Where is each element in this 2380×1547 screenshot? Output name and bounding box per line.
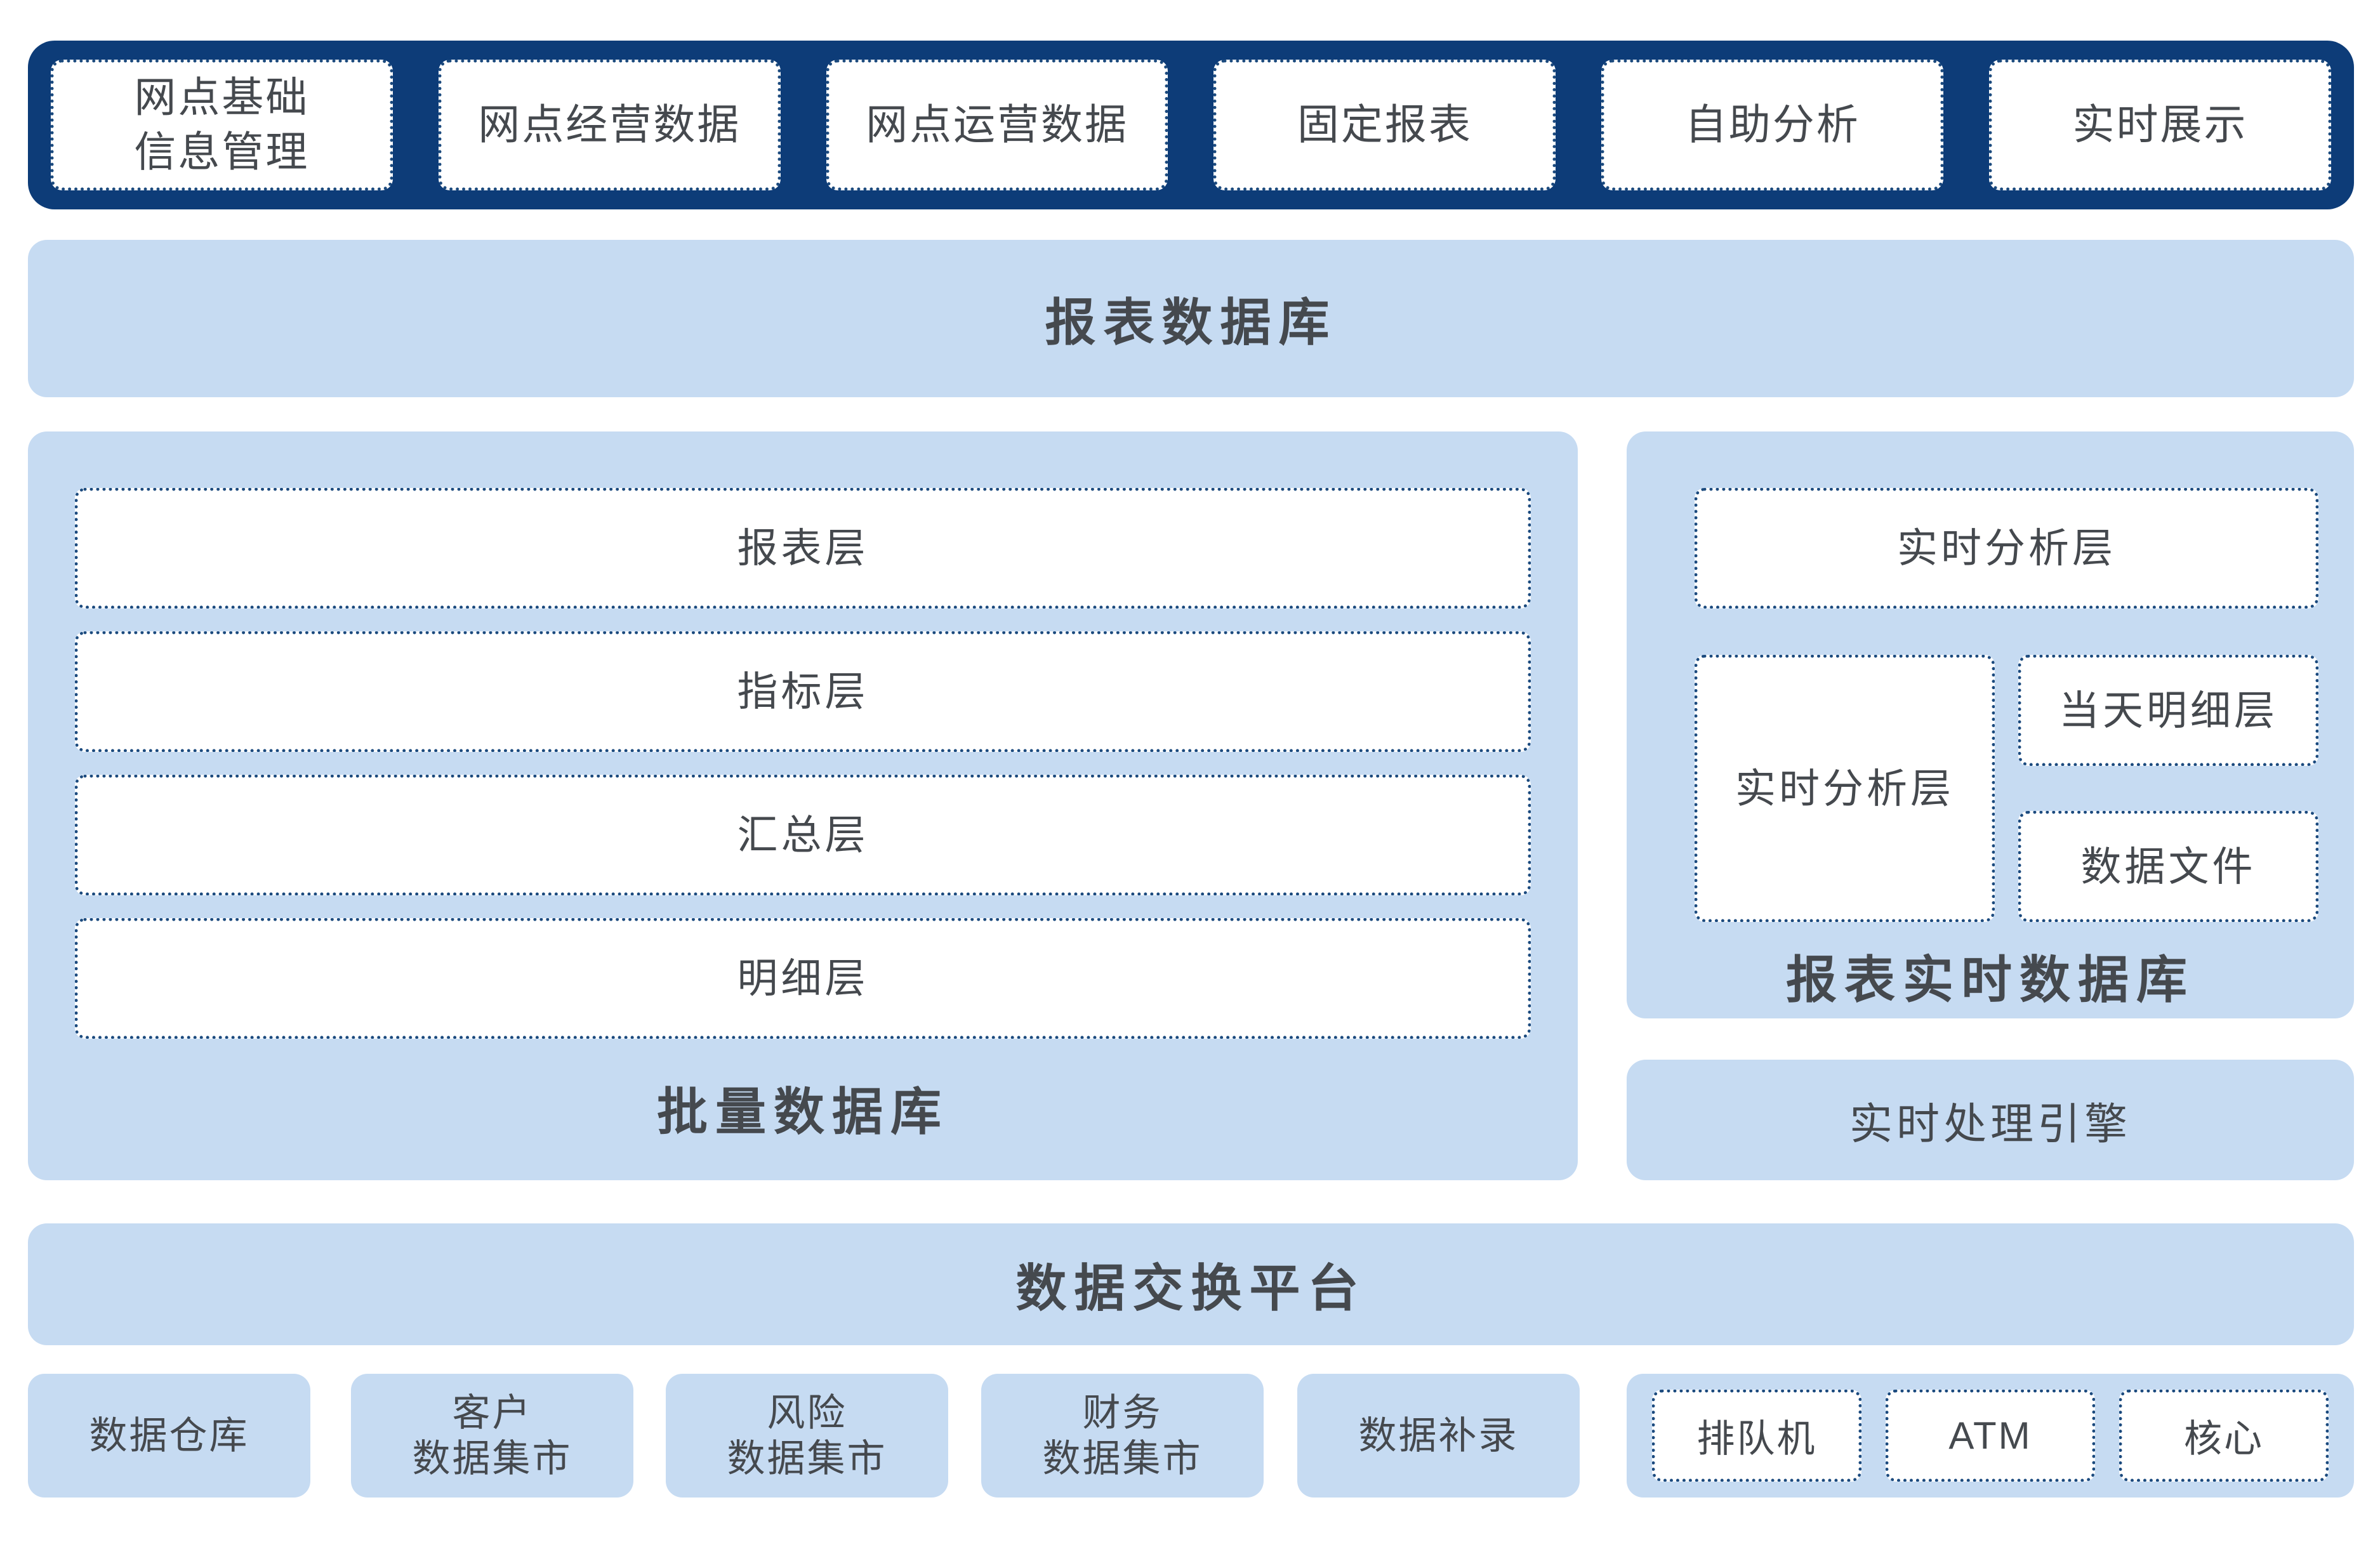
layer-report: 报表层: [75, 488, 1531, 609]
application-layer-bar: 网点基础 信息管理 网点经营数据 网点运营数据 固定报表 自助分析 实时展示: [28, 41, 2354, 209]
data-exchange-platform-bar: 数据交换平台: [28, 1223, 2354, 1345]
batch-database-panel: 报表层 指标层 汇总层 明细层 批量数据库: [28, 431, 1578, 1180]
layer-detail: 明细层: [75, 918, 1531, 1039]
app-box-fixed-reports: 固定报表: [1213, 60, 1556, 190]
channel-queue-machine: 排队机: [1652, 1390, 1861, 1482]
report-database-bar: 报表数据库: [28, 240, 2354, 397]
app-box-branch-base-info: 网点基础 信息管理: [51, 60, 393, 190]
source-risk-data-mart: 风险 数据集市: [666, 1374, 948, 1498]
realtime-analysis-layer-left: 实时分析层: [1695, 655, 1995, 922]
app-box-branch-operation-data: 网点运营数据: [826, 60, 1168, 190]
today-detail-layer: 当天明细层: [2018, 655, 2318, 766]
source-customer-data-mart: 客户 数据集市: [351, 1374, 633, 1498]
source-channel-systems-group: 排队机 ATM 核心: [1627, 1374, 2354, 1498]
source-data-warehouse: 数据仓库: [28, 1374, 310, 1498]
realtime-processing-engine-bar: 实时处理引擎: [1627, 1060, 2354, 1180]
batch-database-label: 批量数据库: [657, 1084, 949, 1140]
source-finance-data-mart: 财务 数据集市: [981, 1374, 1264, 1498]
app-box-realtime-display: 实时展示: [1989, 60, 2331, 190]
data-file-box: 数据文件: [2018, 811, 2318, 922]
realtime-report-database-label: 报表实时数据库: [1786, 952, 2195, 1008]
realtime-report-database-panel: 实时分析层 实时分析层 当天明细层 数据文件 报表实时数据库: [1627, 431, 2354, 1018]
app-box-branch-business-data: 网点经营数据: [438, 60, 781, 190]
channel-atm: ATM: [1886, 1390, 2095, 1482]
source-data-supplement: 数据补录: [1297, 1374, 1580, 1498]
channel-core-system: 核心: [2119, 1390, 2329, 1482]
realtime-analysis-layer-top: 实时分析层: [1695, 488, 2318, 609]
app-box-self-service-analysis: 自助分析: [1601, 60, 1944, 190]
layer-indicator: 指标层: [75, 631, 1531, 752]
layer-summary: 汇总层: [75, 775, 1531, 895]
